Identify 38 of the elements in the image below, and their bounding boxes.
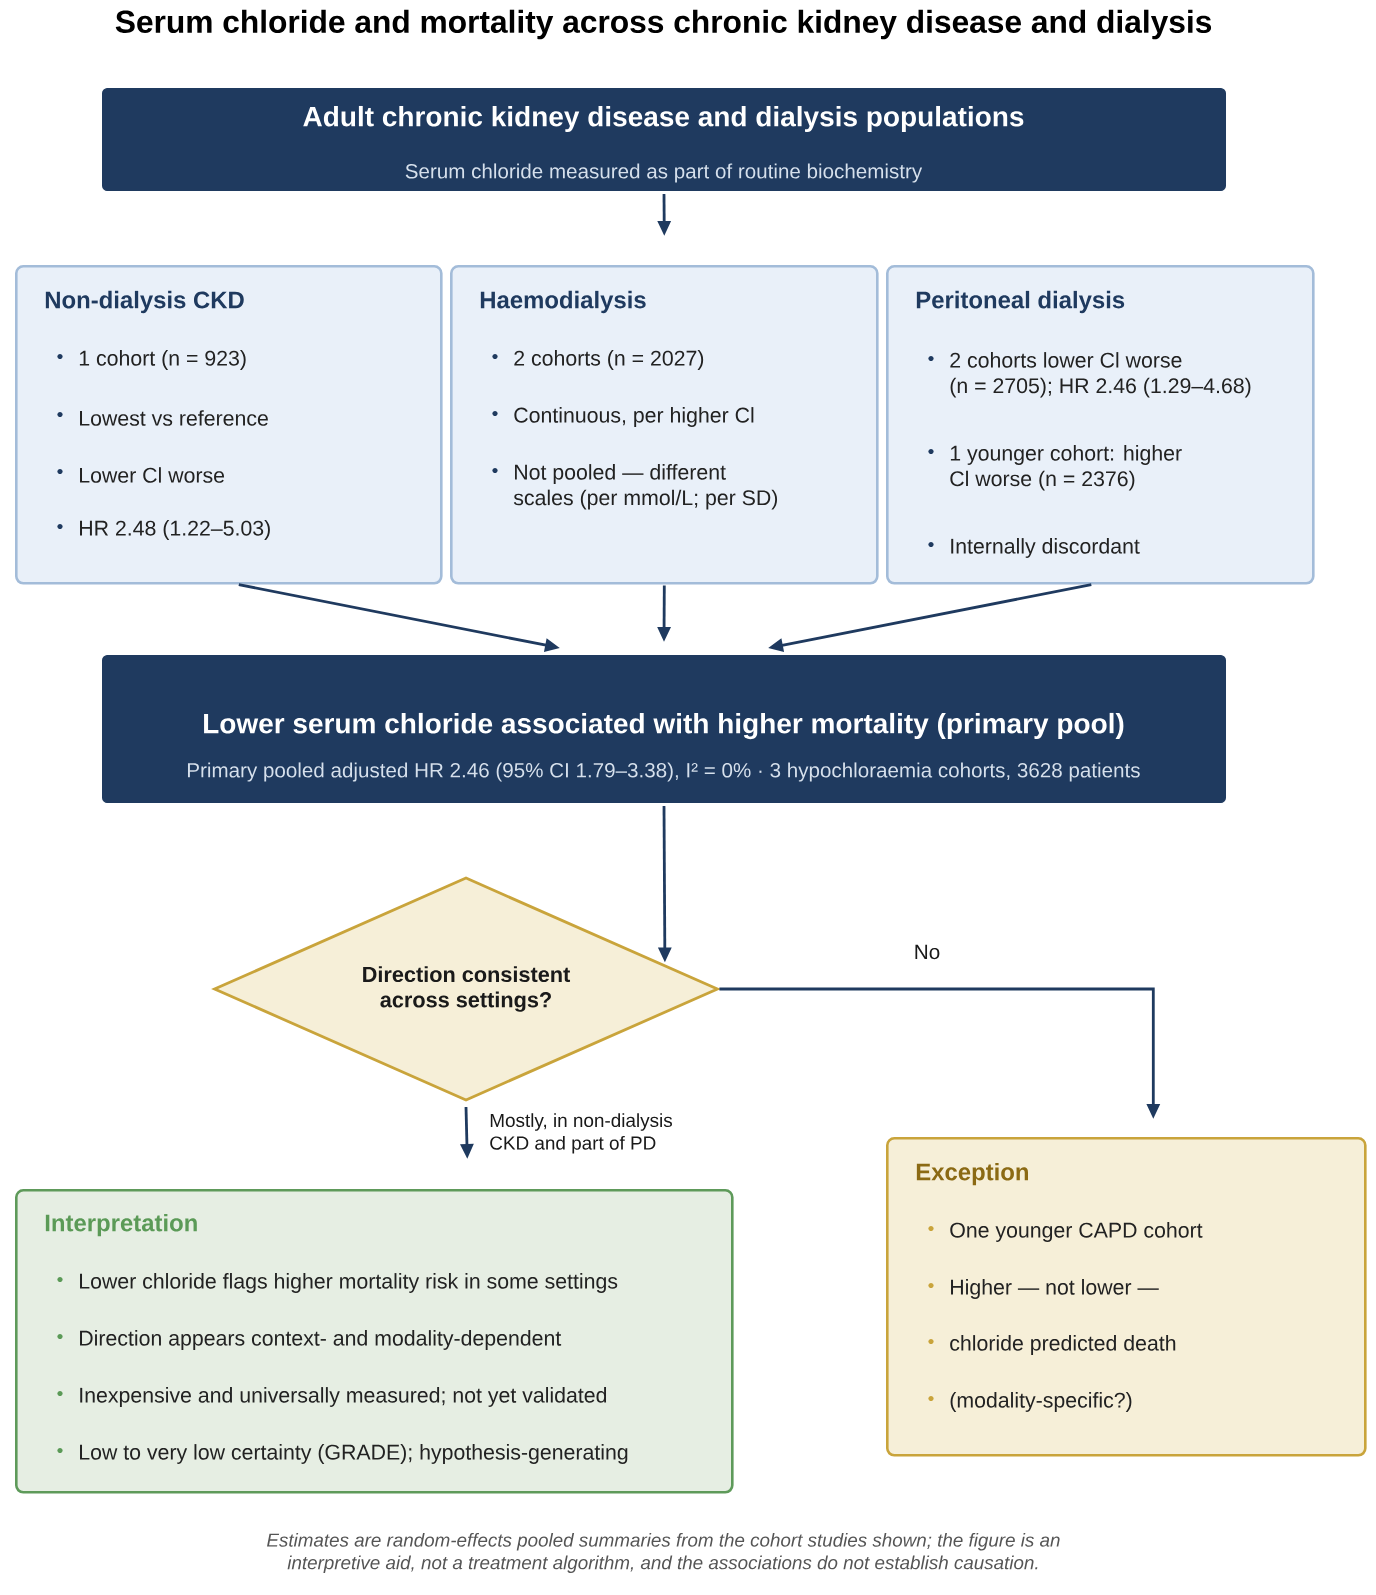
bullet-text: Lower Cl worse <box>80 467 225 483</box>
bullet-text: 1 younger cohort: higher Cl worse (n = 2376) <box>950 445 1182 491</box>
bullet-text: Higher — not lower — <box>951 1279 1159 1299</box>
setting-card <box>450 265 879 585</box>
bullet-text: Direction appears context- and modality-dependent <box>80 1330 562 1350</box>
card-heading: Interpretation <box>45 1213 197 1237</box>
card-heading: Haemodialysis <box>480 290 646 314</box>
bullet-text: 2 cohorts lower Cl worse (n = 2705); HR 2.46 (1.29–4.68) <box>950 352 1251 398</box>
card-heading: Exception <box>916 1162 1028 1186</box>
bullet-text: Not pooled — different scales (per mmol/L; per SD) <box>513 464 778 510</box>
bullet-text: Inexpensive and universally measured; not yet validated <box>80 1387 607 1407</box>
bullet-text: Lowest vs reference <box>80 410 268 426</box>
banner-heading: Lower serum chloride associated with higher mortality (primary pool) <box>204 712 1124 740</box>
summary-banner <box>102 655 1226 803</box>
bullet-text: Internally discordant <box>951 538 1140 558</box>
caption: Estimates are random-effects pooled summaries from the cohort studies shown; the figure is an interpretive aid, not a treatment algorithm, and the associations do not establish causation. <box>267 1533 1060 1574</box>
bullet-text: Lower chloride flags higher mortality risk in some settings <box>80 1273 618 1293</box>
setting-card <box>886 265 1315 585</box>
edge-label: Mostly, in non-dialysis CKD and part of PD <box>490 1113 672 1154</box>
banner-subtitle: Serum chloride measured as part of routine biochemistry <box>405 163 923 183</box>
bullet-text: Low to very low certainty (GRADE); hypothesis-generating <box>80 1444 628 1464</box>
header-banner <box>102 88 1226 191</box>
bullet-text: HR 2.48 (1.22–5.03) <box>80 520 270 540</box>
exception-card <box>886 1137 1367 1457</box>
banner-subtitle: Primary pooled adjusted HR 2.46 (95% CI 1.79–3.38), I² = 0% · 3 hypochloraemia cohorts, 3628 patients <box>188 762 1140 782</box>
bullet-text: 2 cohorts (n = 2027) <box>514 350 704 370</box>
bullet-text: Continuous, per higher Cl <box>514 407 754 427</box>
setting-card <box>15 265 443 585</box>
bullet-text: chloride predicted death <box>950 1335 1176 1355</box>
bullet-text: (modality-specific?) <box>950 1392 1132 1412</box>
interpretation-card <box>15 1189 734 1494</box>
title: Serum chloride and mortality across chronic kidney disease and dialysis <box>115 9 1212 40</box>
bullet-text: One younger CAPD cohort <box>950 1222 1203 1242</box>
card-heading: Peritoneal dialysis <box>916 290 1125 314</box>
banner-heading: Adult chronic kidney disease and dialysis populations <box>303 105 1024 133</box>
card-heading: Non-dialysis CKD <box>45 290 244 314</box>
bullet-text: 1 cohort (n = 923) <box>79 350 246 370</box>
edge-label: No <box>915 944 940 960</box>
